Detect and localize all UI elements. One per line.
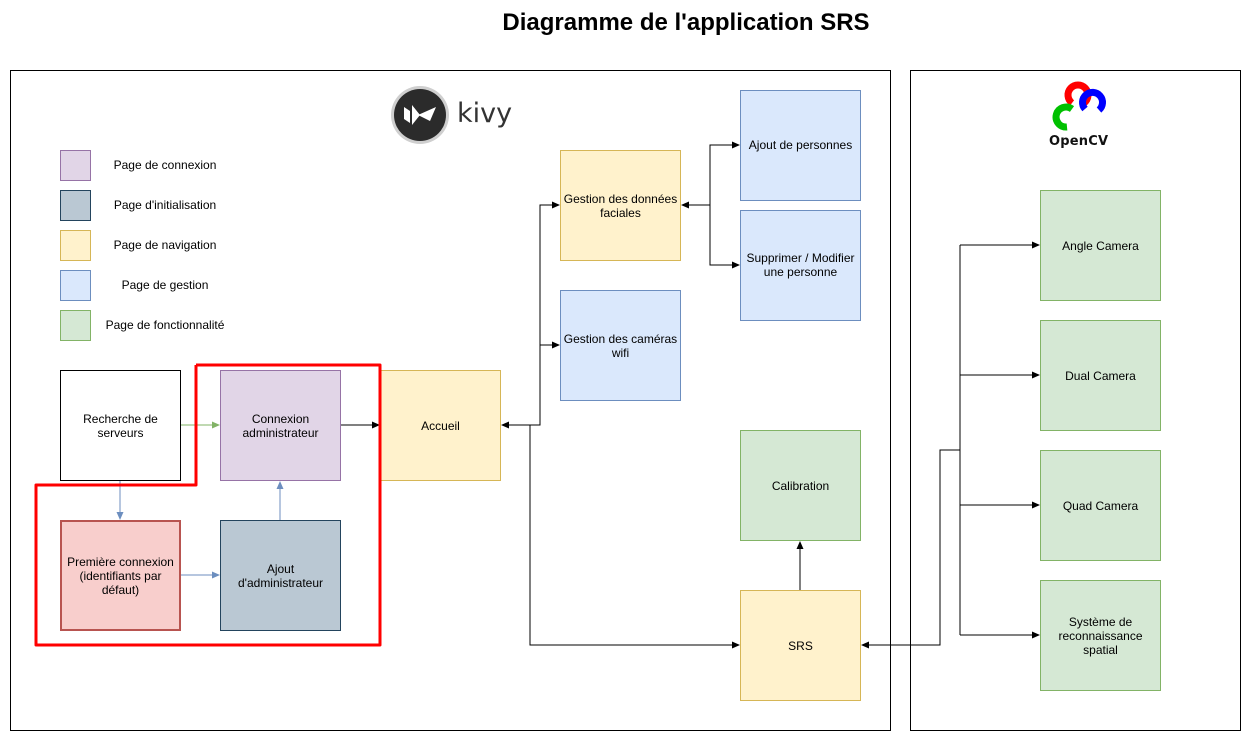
opencv-logo-text: OpenCV [1049,134,1109,149]
diagram-title: Diagramme de l'application SRS [502,9,870,36]
legend-label-navigation: Page de navigation [113,238,217,252]
kivy-logo-text: kivy [457,98,513,129]
legend-swatch-navigation [60,230,91,261]
kivy-logo [390,85,450,145]
legend-swatch-fonctionnalite [60,310,91,341]
legend-label-fonctionnalite: Page de fonctionnalité [105,318,225,332]
opencv-logo-icon [1052,81,1106,131]
node-connexion-administrateur: Connexion administrateur [220,370,341,481]
legend-swatch-initialisation [60,190,91,221]
node-gestion-donnees-faciales: Gestion des données faciales [560,150,681,261]
legend-label-initialisation: Page d'initialisation [113,198,217,212]
node-dual-camera: Dual Camera [1040,320,1161,431]
opencv-logo [1048,80,1110,134]
node-gestion-cameras-wifi: Gestion des caméras wifi [560,290,681,401]
node-calibration: Calibration [740,430,861,541]
node-accueil: Accueil [380,370,501,481]
node-quad-camera: Quad Camera [1040,450,1161,561]
kivy-frame [10,70,891,731]
edge-accueil-gestion-donnees [501,201,560,429]
edge-gestion-supprimer [709,205,740,269]
node-ajout-administrateur: Ajout d'administrateur [220,520,341,631]
node-ajout-personnes: Ajout de personnes [740,90,861,201]
opencv-frame [910,70,1241,731]
legend-swatch-gestion [60,270,91,301]
highlight-outline [34,363,382,647]
node-systeme-reconnaissance: Système de reconnaissance spatial [1040,580,1161,691]
node-angle-camera: Angle Camera [1040,190,1161,301]
node-srs: SRS [740,590,861,701]
legend-swatch-connexion [60,150,91,181]
node-supprimer-modifier: Supprimer / Modifier une personne [740,210,861,321]
node-premiere-connexion: Première connexion (identifiants par déf… [60,520,181,631]
node-recherche-serveurs: Recherche de serveurs [60,370,181,481]
edge-gestion-ajout-personnes [681,141,740,209]
edge-srs-opencv-trunk [861,449,960,649]
edge-accueil-srs [529,425,740,649]
legend-label-gestion: Page de gestion [121,278,209,292]
kivy-logo-icon [391,86,449,144]
edge-accueil-gestion-cameras [539,341,560,425]
legend-label-connexion: Page de connexion [113,158,217,172]
